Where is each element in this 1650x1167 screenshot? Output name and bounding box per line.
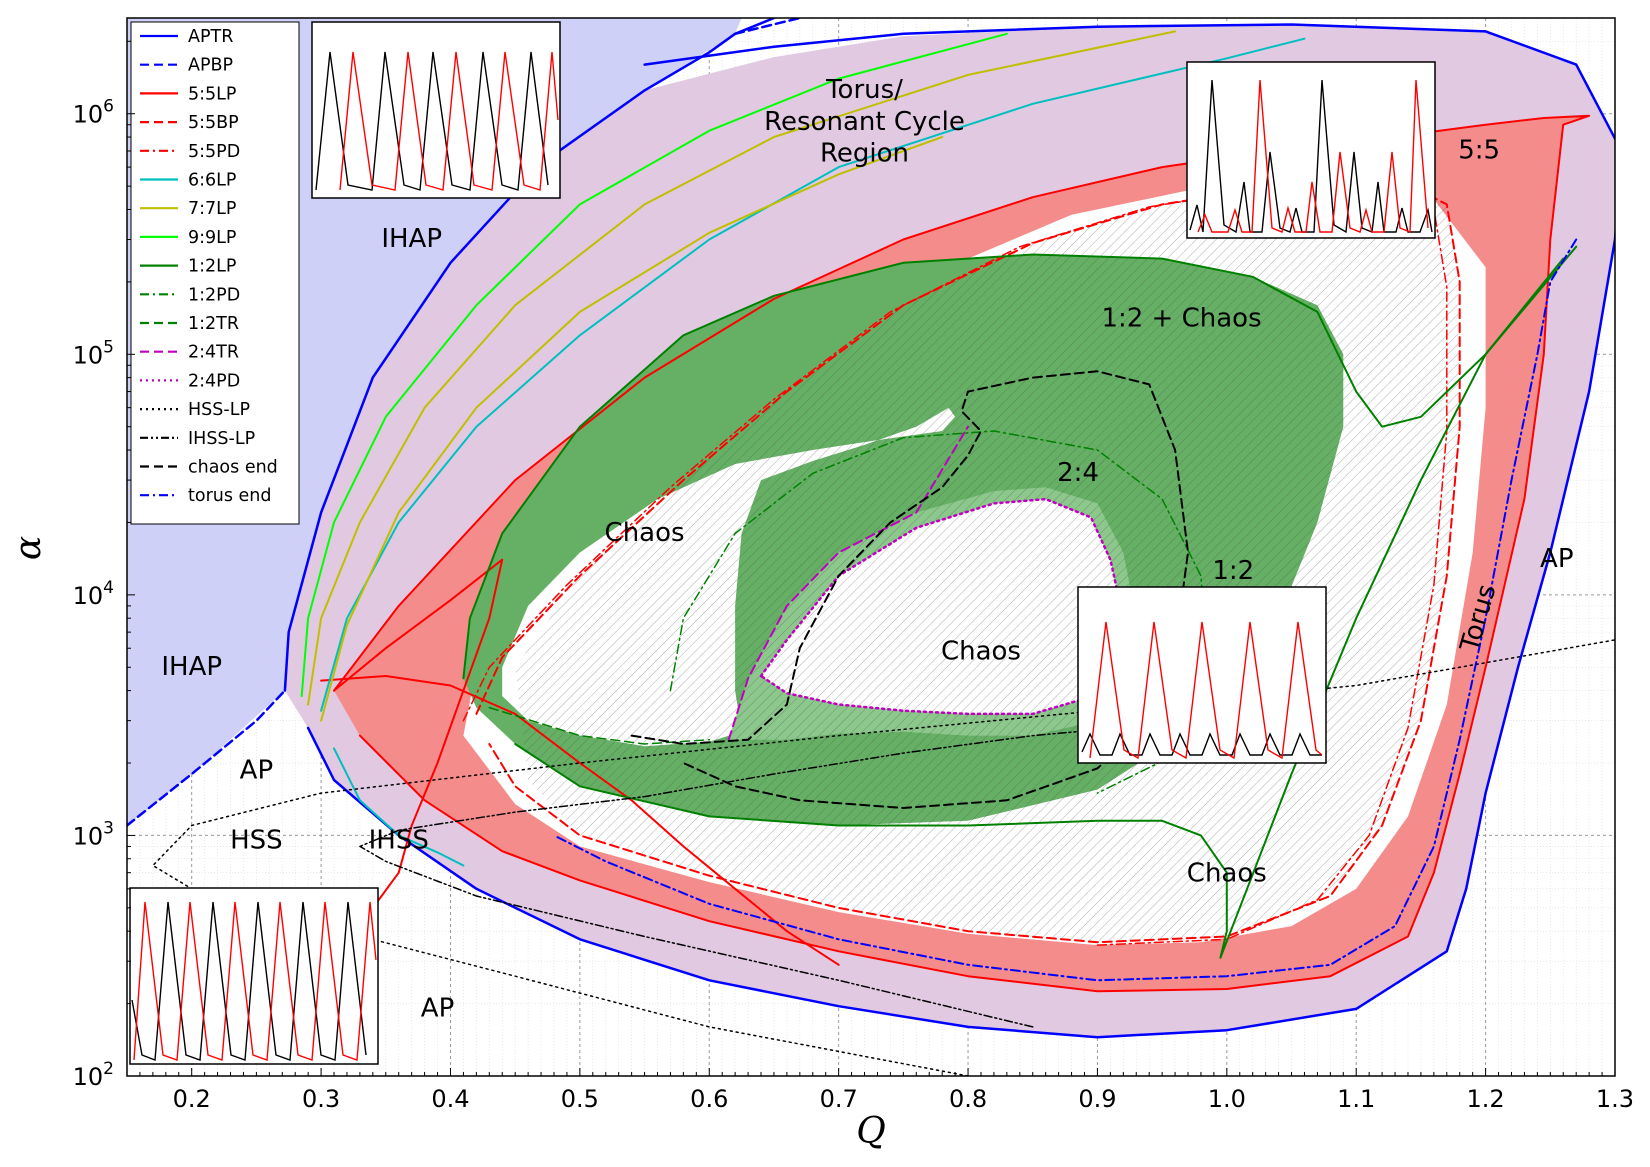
inset-bl-black [131, 901, 367, 1061]
region-label: 2:4 [1057, 458, 1099, 488]
curve-6:6LP-lower [333, 747, 465, 867]
inset-tl-red [339, 51, 559, 191]
inset-mid-right [1077, 586, 1327, 764]
curve-APTR [283, 18, 776, 692]
x-tick-label: 0.2 [173, 1085, 211, 1113]
plot-frame [126, 17, 1616, 1077]
y-tick-label: 103 [73, 818, 114, 850]
inset-mr-black [1081, 732, 1322, 756]
curve-5:5LP-cusp1 [333, 558, 504, 909]
x-tick-label: 1.0 [1208, 1085, 1246, 1113]
inset-bottom-left [129, 887, 379, 1065]
y-tick-label: 105 [73, 337, 114, 369]
legend-label: 1:2LP [188, 257, 236, 277]
inset-bl-red [133, 901, 377, 1061]
curve-chaos-end [630, 370, 1189, 809]
legend-label: APTR [188, 27, 233, 47]
curve-5:5LP-outer [333, 114, 1591, 993]
legend-label: 5:5LP [188, 84, 236, 104]
x-tick-label: 0.7 [820, 1085, 858, 1113]
x-axis: 0.2 0.3 0.4 0.5 0.6 0.7 0.8 0.9 1.0 1.1 1.2 1.3 [126, 1068, 1634, 1113]
y-axis: 102 103 104 105 106 [73, 40, 135, 1091]
curve-APBP [127, 689, 287, 827]
legend-label: IHSS-LP [188, 429, 255, 449]
curve-7:7LP [307, 30, 1177, 706]
curves [127, 18, 1615, 1076]
region-label: Chaos [605, 518, 685, 548]
inset-tr-red [1197, 79, 1429, 234]
region-label: 5:5 [1458, 135, 1500, 165]
region-label: Chaos [941, 636, 1021, 666]
x-tick-label: 0.6 [690, 1085, 728, 1113]
region-label: Region [820, 139, 909, 169]
x-tick-label: 1.2 [1467, 1085, 1505, 1113]
curve-1:2LP-outer [462, 245, 1578, 680]
x-axis-title: Q [856, 1111, 886, 1152]
region-label: AP [421, 993, 454, 1023]
region-label: Torus/ [825, 75, 903, 105]
y-tick-label: 104 [73, 578, 114, 610]
legend-label: 2:4TR [188, 343, 239, 363]
legend-label: 6:6LP [188, 171, 236, 191]
legend-label: HSS-LP [188, 400, 250, 420]
x-tick-label: 1.3 [1596, 1085, 1634, 1113]
inset-tr-black [1189, 79, 1433, 234]
region-label: IHAP [161, 652, 222, 682]
region-label: HSS [230, 825, 283, 855]
legend: APTR APBP 5:5LP 5:5BP 5:5PD 6:6LP 7:7LP 9:9LP 1:… [130, 21, 300, 525]
region-label: IHSS [369, 825, 429, 855]
curve-APBP-top [733, 18, 802, 36]
legend-label: APBP [188, 56, 233, 76]
region-label: Resonant Cycle [764, 107, 965, 137]
legend-label: 2:4PD [188, 371, 240, 391]
curve-5:5LP-cusp2 [320, 675, 840, 966]
x-tick-label: 0.3 [302, 1085, 340, 1113]
curve-1:2LP-lower [514, 257, 1565, 959]
x-tick-label: 0.8 [949, 1085, 987, 1113]
y-tick-label: 102 [73, 1059, 114, 1091]
region-label: AP [240, 756, 273, 786]
curve-9:9LP [300, 32, 1008, 697]
curve-5:5BP [475, 177, 1461, 944]
legend-box [130, 21, 300, 525]
curve-7:7LP-b [320, 136, 944, 722]
x-tick-label: 1.1 [1337, 1085, 1375, 1113]
y-axis-title: α [8, 536, 49, 560]
x-tick-label: 0.9 [1078, 1085, 1116, 1113]
region-label: 1:2 + Chaos [1101, 304, 1261, 334]
inset-mr-red [1089, 621, 1323, 760]
legend-label: 5:5BP [188, 113, 239, 133]
x-tick-label: 0.5 [561, 1085, 599, 1113]
inset-top-right [1186, 61, 1436, 239]
legend-label: 1:2PD [188, 285, 240, 305]
y-tick-label: 106 [73, 97, 114, 129]
legend-label: 5:5PD [188, 142, 240, 162]
legend-label: 1:2TR [188, 314, 239, 334]
legend-label: 9:9LP [188, 228, 236, 248]
region-label: AP [1540, 544, 1573, 574]
region-label: Chaos [1187, 859, 1267, 889]
curve-APTR-loop [306, 23, 1615, 1039]
x-tick-label: 0.4 [431, 1085, 469, 1113]
region-label: 1:2 [1212, 556, 1254, 586]
inset-top-left [311, 21, 561, 199]
region-label: IHAP [381, 224, 442, 254]
legend-label: chaos end [188, 458, 278, 478]
curve-IHSS-LP [359, 719, 1228, 1028]
region-labels: IHAP IHAP AP HSS IHSS AP AP Torus/Resonant Cycl… [161, 75, 1573, 1024]
curve-torus-end [553, 238, 1578, 982]
legend-label: torus end [188, 486, 272, 506]
legend-label: 7:7LP [188, 199, 236, 219]
curve-1:2TR [488, 706, 711, 745]
inset-tl-black [315, 51, 549, 191]
